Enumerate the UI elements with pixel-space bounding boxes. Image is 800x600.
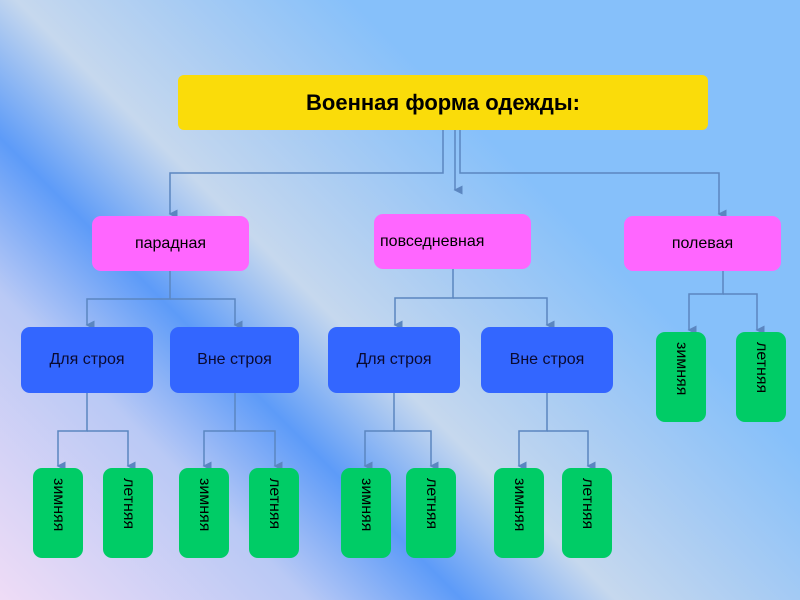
- season-box: зимняя: [494, 468, 544, 558]
- category-label: парадная: [134, 234, 207, 252]
- category-field: полевая: [624, 216, 781, 271]
- season-box: зимняя: [179, 468, 229, 558]
- season-label: летняя: [579, 478, 596, 530]
- group-label: Для строя: [49, 351, 125, 368]
- category-label: полевая: [671, 234, 734, 252]
- season-box: летняя: [736, 332, 786, 422]
- season-label: летняя: [423, 478, 440, 530]
- season-box: зимняя: [33, 468, 83, 558]
- season-box: летняя: [249, 468, 299, 558]
- season-box: зимняя: [341, 468, 391, 558]
- season-box: зимняя: [656, 332, 706, 422]
- season-label: зимняя: [673, 342, 690, 396]
- group-box: Для строя: [21, 327, 153, 393]
- category-parade: парадная: [92, 216, 249, 271]
- group-box: Вне строя: [481, 327, 613, 393]
- season-label: зимняя: [511, 478, 528, 532]
- season-label: летняя: [120, 478, 137, 530]
- season-label: летняя: [266, 478, 283, 530]
- group-box: Вне строя: [170, 327, 299, 393]
- group-box: Для строя: [328, 327, 460, 393]
- season-label: зимняя: [196, 478, 213, 532]
- season-box: летняя: [103, 468, 153, 558]
- category-everyday: повседневная: [374, 214, 531, 269]
- season-box: летняя: [562, 468, 612, 558]
- season-label: летняя: [753, 342, 770, 394]
- group-label: Для строя: [356, 351, 432, 368]
- title-text: Военная форма одежды:: [306, 89, 580, 115]
- group-label: Вне строя: [197, 351, 272, 368]
- group-label: Вне строя: [509, 351, 585, 368]
- title-box: Военная форма одежды:: [178, 75, 708, 130]
- season-box: летняя: [406, 468, 456, 558]
- season-label: зимняя: [358, 478, 375, 532]
- category-label: повседневная: [380, 232, 485, 250]
- season-label: зимняя: [50, 478, 67, 532]
